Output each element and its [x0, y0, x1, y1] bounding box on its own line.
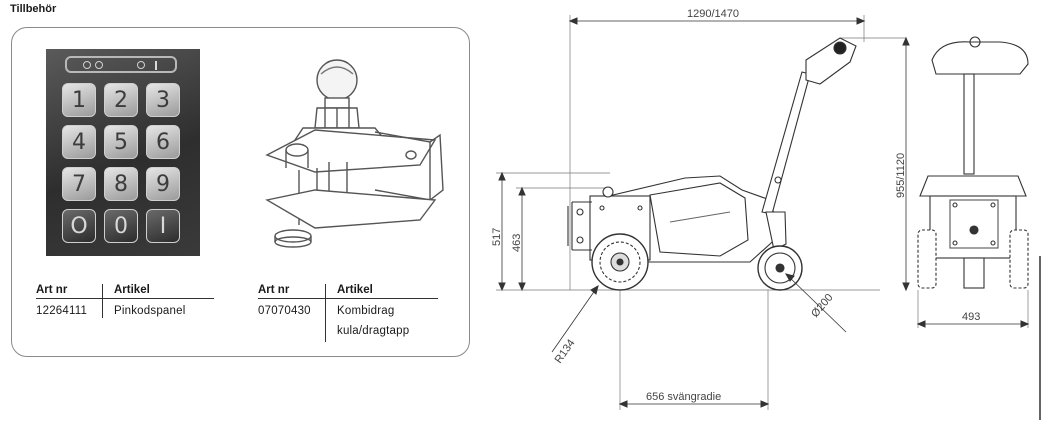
key-3: 3: [146, 83, 180, 117]
height-body-label: 463: [511, 234, 523, 252]
technical-drawing: 1290/1470 955/1120 517 463: [491, 8, 1041, 420]
width-dimension: 493: [916, 290, 1030, 328]
wheel-label: Ø200: [809, 292, 835, 320]
keypad-image: 1 2 3 4 5 6 7 8 9 O 0 I: [46, 49, 200, 256]
tug-side-view: [567, 37, 857, 291]
artikel-value-line2: kula/dragtapp: [337, 325, 410, 337]
key-7: 7: [62, 167, 96, 201]
handle-height-dimension: 955/1120: [840, 36, 910, 292]
header-rule: [36, 298, 214, 299]
col-header-artikel: Artikel: [114, 284, 150, 296]
artikel-value-line1: Kombidrag: [337, 305, 395, 317]
key-6: 6: [146, 125, 180, 159]
col-header-artnr: Art nr: [258, 284, 290, 296]
column-divider: [325, 284, 326, 342]
keypad-indicator-bar: [65, 56, 177, 73]
key-i: I: [146, 209, 180, 243]
turning-label: 656 svängradie: [646, 391, 721, 403]
radius-label: R134: [553, 337, 578, 365]
key-5: 5: [104, 125, 138, 159]
key-1: 1: [62, 83, 96, 117]
indicator-bar: [155, 61, 157, 70]
width-label: 493: [962, 311, 980, 323]
artikel-value: Pinkodspanel: [114, 305, 186, 317]
length-label: 1290/1470: [687, 8, 739, 20]
key-4: 4: [62, 125, 96, 159]
radius-dimension: R134: [551, 284, 599, 366]
key-2: 2: [104, 83, 138, 117]
length-dimension: 1290/1470: [568, 8, 866, 290]
key-0: 0: [104, 209, 138, 243]
header-rule: [258, 298, 438, 299]
column-divider: [102, 284, 103, 318]
col-header-artikel: Artikel: [337, 284, 373, 296]
indicator-dot: [137, 61, 145, 69]
indicator-dot: [95, 61, 103, 69]
key-9: 9: [146, 167, 180, 201]
indicator-dot: [83, 61, 91, 69]
key-8: 8: [104, 167, 138, 201]
art-nr-value: 12264111: [36, 305, 88, 317]
tug-front-view: [917, 36, 1029, 289]
tow-ball-drawing: [265, 59, 444, 248]
height-total-label: 517: [491, 228, 503, 246]
art-nr-value: 07070430: [258, 305, 311, 317]
wheel-dimension: Ø200: [784, 273, 847, 333]
section-heading: Tillbehör: [10, 3, 57, 15]
handle-height-label: 955/1120: [895, 153, 907, 198]
turning-dimension: 656 svängradie: [618, 290, 770, 410]
accessories-panel: [11, 27, 470, 357]
key-o: O: [62, 209, 96, 243]
height-dimensions: 517 463: [491, 171, 880, 292]
col-header-artnr: Art nr: [36, 284, 68, 296]
